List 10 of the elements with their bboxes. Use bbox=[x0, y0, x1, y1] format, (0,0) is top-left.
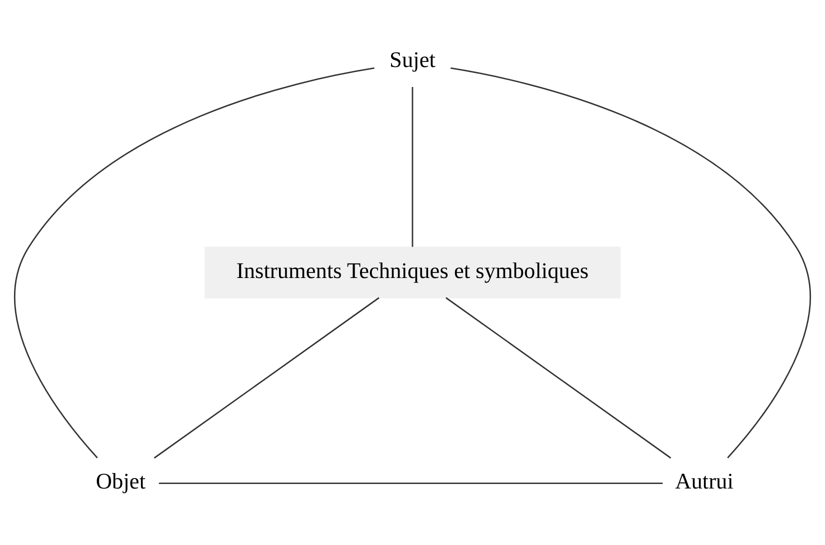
node-box: Instruments Techniques et symboliques bbox=[204, 246, 620, 298]
connector bbox=[158, 482, 663, 484]
connector bbox=[446, 297, 672, 459]
connector bbox=[412, 86, 414, 247]
connector bbox=[450, 67, 811, 458]
node-text: Sujet bbox=[390, 47, 436, 72]
connector bbox=[154, 297, 380, 459]
node-text: Objet bbox=[96, 468, 146, 494]
connector bbox=[14, 67, 374, 458]
node-text: Autrui bbox=[675, 468, 734, 494]
